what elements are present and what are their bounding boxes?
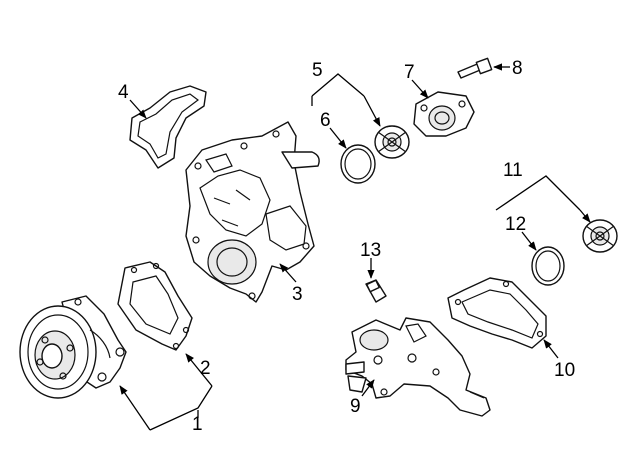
callout-2: 2	[200, 358, 211, 379]
callout-7: 7	[404, 62, 415, 83]
callout-3: 3	[292, 284, 303, 305]
thermostat	[374, 125, 410, 159]
leader-lines	[119, 63, 591, 431]
callout-4: 4	[118, 82, 129, 103]
callout-labels: 1 2 3 4 5 6 7 8 9 10 11 12 13	[118, 58, 575, 435]
engine-front-housing	[185, 121, 320, 303]
callout-10: 10	[554, 360, 575, 381]
housing-gasket	[129, 85, 207, 169]
pump-gasket	[117, 261, 193, 351]
callout-5: 5	[312, 60, 323, 81]
thermostat-seal	[340, 144, 376, 184]
outlet-gasket	[447, 277, 547, 349]
water-pump	[19, 295, 127, 399]
bolt	[457, 57, 493, 79]
thermostat-housing	[413, 91, 475, 137]
callout-9: 9	[350, 396, 361, 417]
thermostat-secondary	[582, 219, 618, 253]
callout-6: 6	[320, 110, 331, 131]
temperature-sensor	[365, 279, 387, 303]
callout-12: 12	[505, 214, 526, 235]
callout-13: 13	[360, 240, 381, 261]
water-outlet	[345, 317, 491, 417]
callout-11: 11	[503, 160, 523, 181]
callout-8: 8	[512, 58, 523, 79]
secondary-seal	[531, 246, 565, 286]
callout-1: 1	[192, 414, 203, 435]
